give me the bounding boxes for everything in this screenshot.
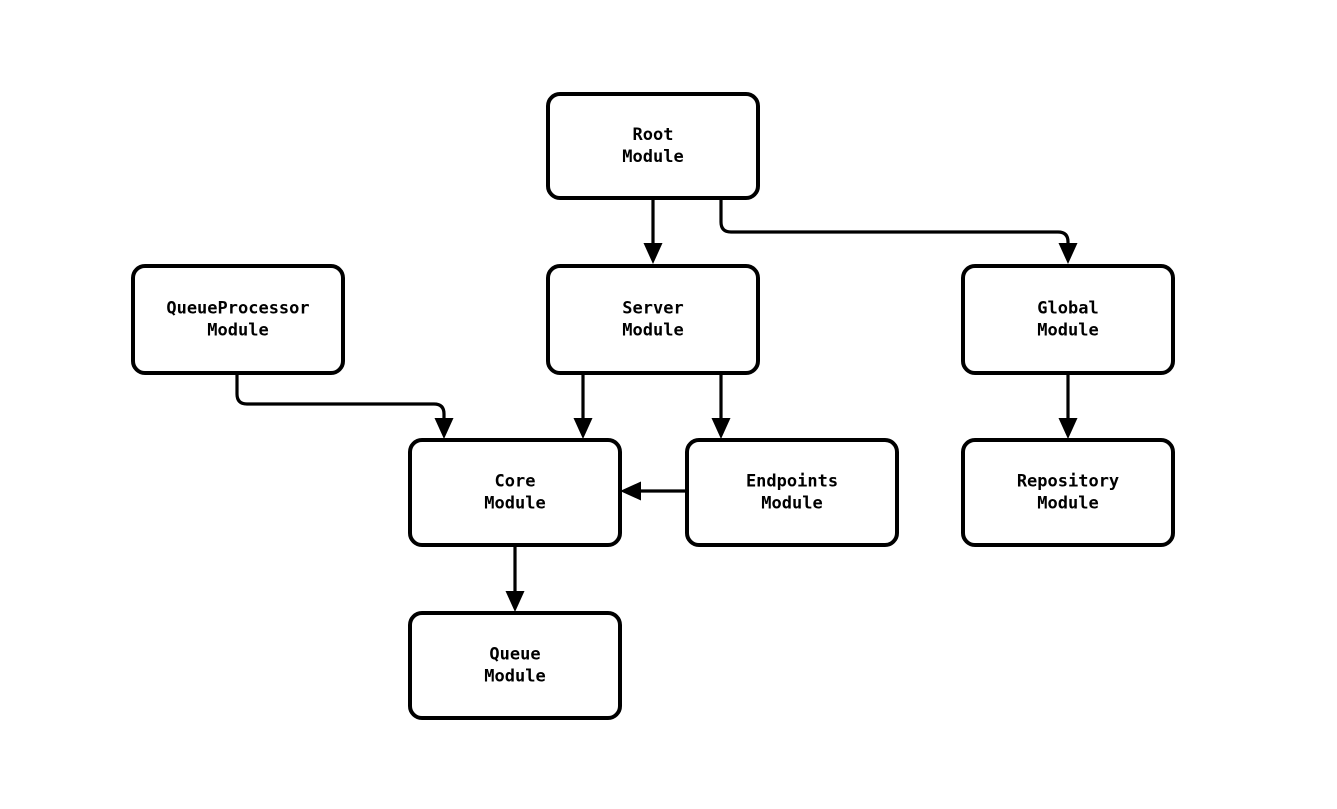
node-box[interactable] [408, 611, 622, 720]
node-box[interactable] [961, 438, 1175, 547]
arrowhead-icon [434, 418, 454, 439]
node-label-line1: QueueProcessor [166, 299, 309, 319]
edge-queueprocessor-core [235, 373, 454, 439]
node-label-line1: Global [1037, 299, 1098, 319]
edge-server-core [573, 373, 593, 439]
edge-endpoints-core [620, 481, 687, 501]
arrowhead-icon [573, 418, 593, 439]
arrowhead-icon [1058, 243, 1078, 264]
edges-layer [235, 198, 1078, 612]
edge-line [719, 198, 1070, 244]
edge-line [235, 373, 446, 418]
node-label-line2: Module [484, 667, 545, 687]
nodes-layer: RootModuleQueueProcessorModuleServerModu… [131, 92, 1175, 720]
edge-root-server [643, 198, 663, 264]
node-box[interactable] [546, 264, 760, 375]
node-label-line2: Module [1037, 321, 1098, 341]
node-box[interactable] [131, 264, 345, 375]
node-box[interactable] [408, 438, 622, 547]
node-box[interactable] [685, 438, 899, 547]
arrowhead-icon [1058, 418, 1078, 439]
node-label-line2: Module [1037, 494, 1098, 514]
node-label-line2: Module [622, 321, 683, 341]
node-label-line2: Module [484, 494, 545, 514]
arrowhead-icon [620, 481, 641, 501]
edge-core-queue [505, 545, 525, 612]
node-box[interactable] [546, 92, 760, 200]
node-label-line2: Module [207, 321, 268, 341]
node-label-line1: Core [495, 472, 536, 492]
arrowhead-icon [643, 243, 663, 264]
node-label-line1: Root [633, 125, 674, 145]
node-label-line1: Server [622, 299, 683, 319]
edge-server-endpoints [711, 373, 731, 439]
node-label-line1: Repository [1017, 472, 1119, 492]
edge-global-repository [1058, 373, 1078, 439]
node-label-line1: Endpoints [746, 472, 838, 492]
arrowhead-icon [505, 591, 525, 612]
edge-root-global [719, 198, 1078, 264]
node-label-line2: Module [761, 494, 822, 514]
node-label-line2: Module [622, 147, 683, 167]
arrowhead-icon [711, 418, 731, 439]
node-label-line1: Queue [489, 645, 540, 665]
node-box[interactable] [961, 264, 1175, 375]
